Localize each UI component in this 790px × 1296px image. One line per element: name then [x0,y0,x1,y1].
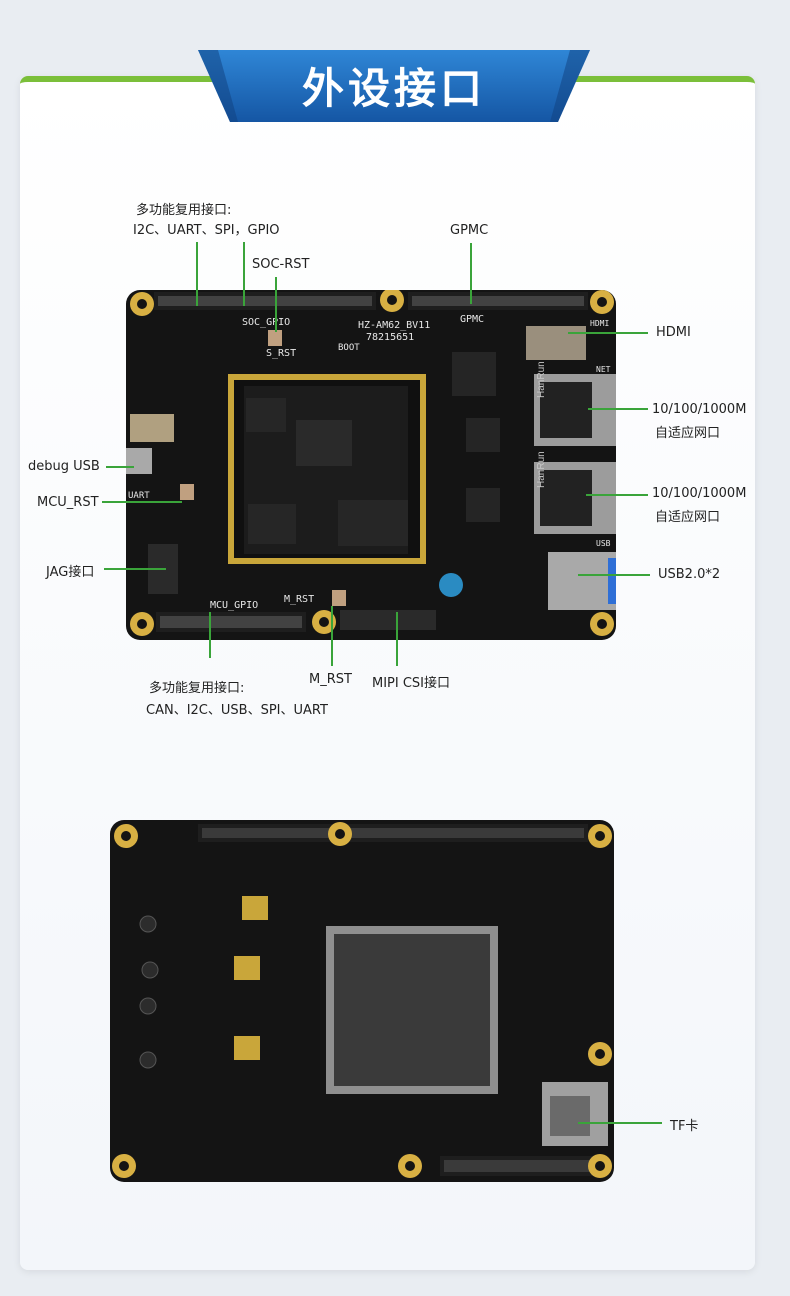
label-multi-top-list: I2C、UART、SPI，GPIO [133,223,280,238]
silk-uart: UART [128,491,150,501]
label-eth1-speed: 10/100/1000M [652,402,747,417]
silk-gpmc: GPMC [460,314,484,325]
eth-brand-2: HanRun [536,451,547,488]
silk-boot: BOOT [338,343,360,353]
leader-eth1 [588,408,648,410]
leader-soc-rst [275,277,277,332]
leader-mipi [396,612,398,666]
leader-gpmc [470,243,472,304]
label-debug-usb: debug USB [28,459,100,474]
leader-jag [104,568,166,570]
leader-debug-usb [106,466,134,468]
page-title: 外设接口 [301,63,486,113]
label-m-rst: M_RST [309,672,352,687]
label-gpmc: GPMC [450,223,489,238]
leader-tf-card [578,1122,662,1124]
label-soc-rst: SOC-RST [252,257,310,272]
leader-usb2 [578,574,650,576]
label-eth2-speed: 10/100/1000M [652,486,747,501]
leader-mcu-rst [102,501,182,503]
leader-hdmi [568,332,648,334]
label-mcu-rst: MCU_RST [37,495,99,510]
leader-multi-bottom [209,612,211,658]
silk-m-rst: M_RST [284,594,314,605]
label-multi-top-title: 多功能复用接口: [136,203,232,218]
leader-eth2 [586,494,648,496]
label-multi-bottom-title: 多功能复用接口: [149,681,245,696]
leader-multi-top-1 [196,242,198,306]
leader-m-rst [331,606,333,666]
label-mipi-csi: MIPI CSI接口 [372,676,451,691]
label-hdmi: HDMI [656,325,691,340]
section-banner: 外设接口 [198,50,590,124]
label-usb2: USB2.0*2 [658,567,721,582]
label-eth2-mode: 自适应网口 [655,510,721,525]
top-board-image: HanRun HanRun HZ-AM62_BV11 78215651 SOC_… [126,290,616,640]
label-tf-card: TF卡 [670,1119,699,1134]
label-eth1-mode: 自适应网口 [655,426,721,441]
eth-brand-1: HanRun [536,361,547,398]
silk-s-rst: S_RST [266,348,296,359]
label-jag: JAG接口 [46,565,95,580]
silk-hdmi: HDMI [590,319,609,328]
silk-net: NET [596,365,611,374]
silk-model: HZ-AM62_BV11 [358,320,430,331]
silk-serial: 78215651 [366,332,414,343]
banner-shape [198,50,590,122]
bottom-board-image [110,820,614,1182]
leader-multi-top-2 [243,242,245,306]
silk-mcu-gpio: MCU_GPIO [210,600,258,611]
silk-usb: USB [596,539,611,548]
silk-soc-gpio: SOC_GPIO [242,317,290,328]
label-multi-bottom-list: CAN、I2C、USB、SPI、UART [146,703,328,718]
